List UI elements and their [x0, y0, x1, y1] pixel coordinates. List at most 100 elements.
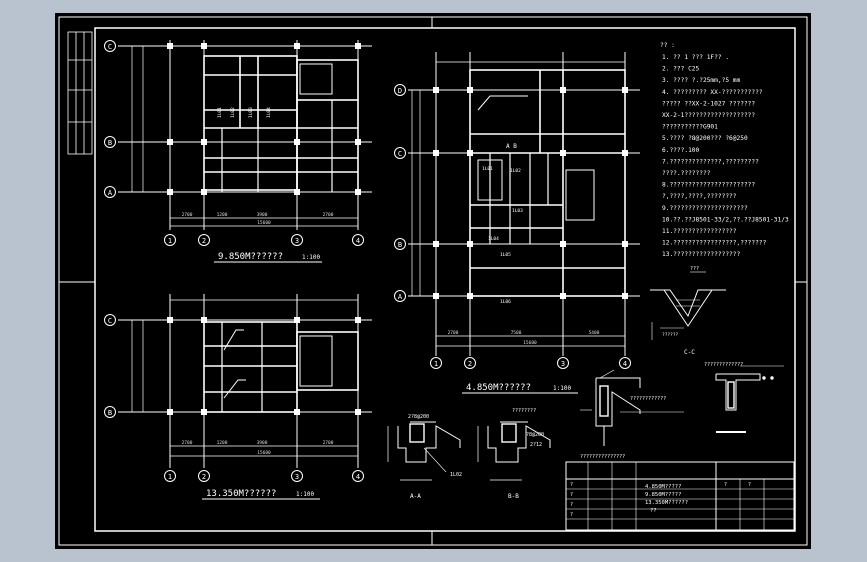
sheet-frame-outer — [58, 16, 808, 546]
plan-bl-dim-total: 15600 — [257, 450, 271, 456]
plan-bl-dim-2: 1200 — [217, 440, 228, 446]
plan-bl-axis-3: 3 — [295, 473, 299, 481]
plan-bl-title: 13.350M?????? — [206, 489, 276, 499]
plan-c-scale: 1:100 — [553, 385, 571, 392]
plan-c-axis-1: 1 — [434, 360, 438, 368]
title-block — [565, 461, 795, 531]
detail-gutter-label: ??????????????? — [580, 454, 625, 460]
title-block-mark-1: ? — [570, 482, 573, 488]
plan-bottom-left — [118, 294, 372, 468]
plan-c-section-mark: A B — [506, 143, 517, 150]
plan-c-row-axis — [394, 84, 406, 302]
note-line: 7.??????????????,????????? — [662, 158, 759, 165]
plan-c-axis-3: 3 — [561, 360, 565, 368]
note-line: ???????????G901 — [662, 124, 718, 131]
note-line: 4. ????????? XX-??????????? — [662, 89, 763, 96]
plan-tl-beam-2: 1L02 — [230, 107, 236, 118]
plan-tl-axis-3: 3 — [295, 237, 299, 245]
plan-bl-row-axis — [104, 314, 116, 418]
note-line: 2. ??? C25 — [662, 66, 700, 73]
plan-tl-axis-2: 2 — [202, 237, 206, 245]
title-block-mark-5: ? — [724, 482, 727, 488]
plan-c-dim-2: 7500 — [511, 330, 522, 336]
plan-tl-dim-2: 1200 — [217, 212, 228, 218]
note-line: ?,????,????,???????? — [662, 193, 737, 200]
plan-c-dim-1: 2700 — [448, 330, 459, 336]
detail-gutter-mid: ???????????? — [630, 396, 666, 402]
detail-section-bb — [477, 421, 551, 481]
detail-bb-bar2: 2?12 — [530, 442, 542, 448]
plan-bl-axis-1: 1 — [168, 473, 172, 481]
detail-aa-beam: 1L02 — [450, 472, 462, 478]
plan-c-col-axis — [430, 357, 631, 369]
center-marks — [59, 17, 807, 545]
plan-bl-dim-1: 2700 — [182, 440, 193, 446]
detail-cc-name: C-C — [684, 349, 695, 356]
detail-right-label: ????????????? — [704, 362, 743, 368]
plan-tl-col-axis — [164, 234, 364, 246]
plan-tl-axis-4: 4 — [356, 237, 360, 245]
sheet-frame-inner — [94, 27, 796, 532]
plan-tl-scale: 1:100 — [302, 254, 320, 261]
note-line: 12.?????????????????,??????? — [662, 240, 767, 247]
plan-c-title: 4.850M?????? — [466, 383, 531, 393]
title-block-line-4: ?? — [650, 508, 657, 514]
title-block-line-3: 13.350M?????? — [645, 500, 688, 506]
plan-bl-dim-4: 2700 — [323, 440, 334, 446]
plan-bl-col-axis — [164, 470, 364, 482]
plan-tl-title: 9.850M?????? — [218, 252, 283, 262]
plan-c-beam-5: 1L05 — [500, 252, 511, 258]
title-block-mark-6: ? — [748, 482, 751, 488]
plan-c-beam-3: 1L03 — [512, 208, 523, 214]
plan-c-axis-2: 2 — [468, 360, 472, 368]
note-line: ????.???????? — [662, 170, 711, 177]
note-line: ????? ??XX-2-1027 ??????? — [662, 100, 755, 107]
title-block-mark-4: ? — [570, 512, 573, 518]
plan-bl-dim-3: 3900 — [257, 440, 268, 446]
plan-tl-row-axis — [104, 40, 116, 198]
detail-section-aa — [387, 421, 461, 481]
title-block-text: 4.850M????? 9.850M????? 13.350M?????? ?? — [645, 484, 688, 514]
title-block-line-1: 4.850M????? — [645, 484, 681, 490]
title-block-mark-3: ? — [570, 502, 573, 508]
plan-c-axis-a: A — [398, 293, 403, 301]
plan-tl-beam-1: 1L01 — [217, 107, 223, 118]
note-line: 1. ?? 1 ??? 1F?? . — [662, 54, 729, 61]
detail-cc-top: ??? — [690, 266, 699, 272]
plan-tl-beam-4: 1L04 — [266, 107, 272, 118]
plan-bl-scale: 1:100 — [296, 491, 314, 498]
plan-tl-dim-3: 3900 — [257, 212, 268, 218]
title-block-line-2: 9.850M????? — [645, 492, 681, 498]
plan-tl-dim-total: 15600 — [257, 220, 271, 226]
note-line: 3. ???? ?.?25mm,?5 mm — [662, 77, 741, 84]
notes-heading: ?? : — [660, 42, 675, 49]
plan-center — [408, 52, 640, 356]
plan-c-beam-4: 1L04 — [488, 236, 499, 242]
plan-bl-axis-4: 4 — [356, 473, 360, 481]
plan-tl-dim-4: 2700 — [323, 212, 334, 218]
note-line: 11.????????????????? — [662, 228, 737, 235]
general-notes: ?? : 1. ?? 1 ??? 1F?? . 2. ??? C25 3. ????… — [660, 42, 789, 258]
note-line: 9.????????????????????? — [662, 205, 748, 212]
plan-bl-axis-2: 2 — [202, 473, 206, 481]
detail-aa-name: A-A — [410, 493, 421, 500]
detail-bb-name: B-B — [508, 493, 519, 500]
detail-section-cc — [650, 271, 726, 340]
plan-tl-axis-1: 1 — [168, 237, 172, 245]
plan-bl-axis-c: C — [108, 317, 112, 325]
note-line: 8.??????????????????????? — [662, 182, 755, 189]
note-line: XX-2-1??????????????????? — [662, 112, 755, 119]
detail-bb-bar: ?8@200 — [526, 432, 544, 438]
plan-top-left — [118, 40, 372, 230]
plan-c-dim-3: 5400 — [589, 330, 600, 336]
plan-c-beam-1: 1L01 — [482, 166, 493, 172]
plan-c-axis-b: B — [398, 241, 402, 249]
drawing-sheet — [55, 13, 811, 549]
plan-c-axis-4: 4 — [623, 360, 627, 368]
title-block-marks: ? ? ? ? ? ? — [570, 482, 751, 518]
revision-strip — [67, 31, 93, 155]
note-line: 5.???? ?8@200??? ?6@250 — [662, 135, 748, 142]
title-block-mark-2: ? — [570, 492, 573, 498]
plan-tl-dim-1: 2700 — [182, 212, 193, 218]
